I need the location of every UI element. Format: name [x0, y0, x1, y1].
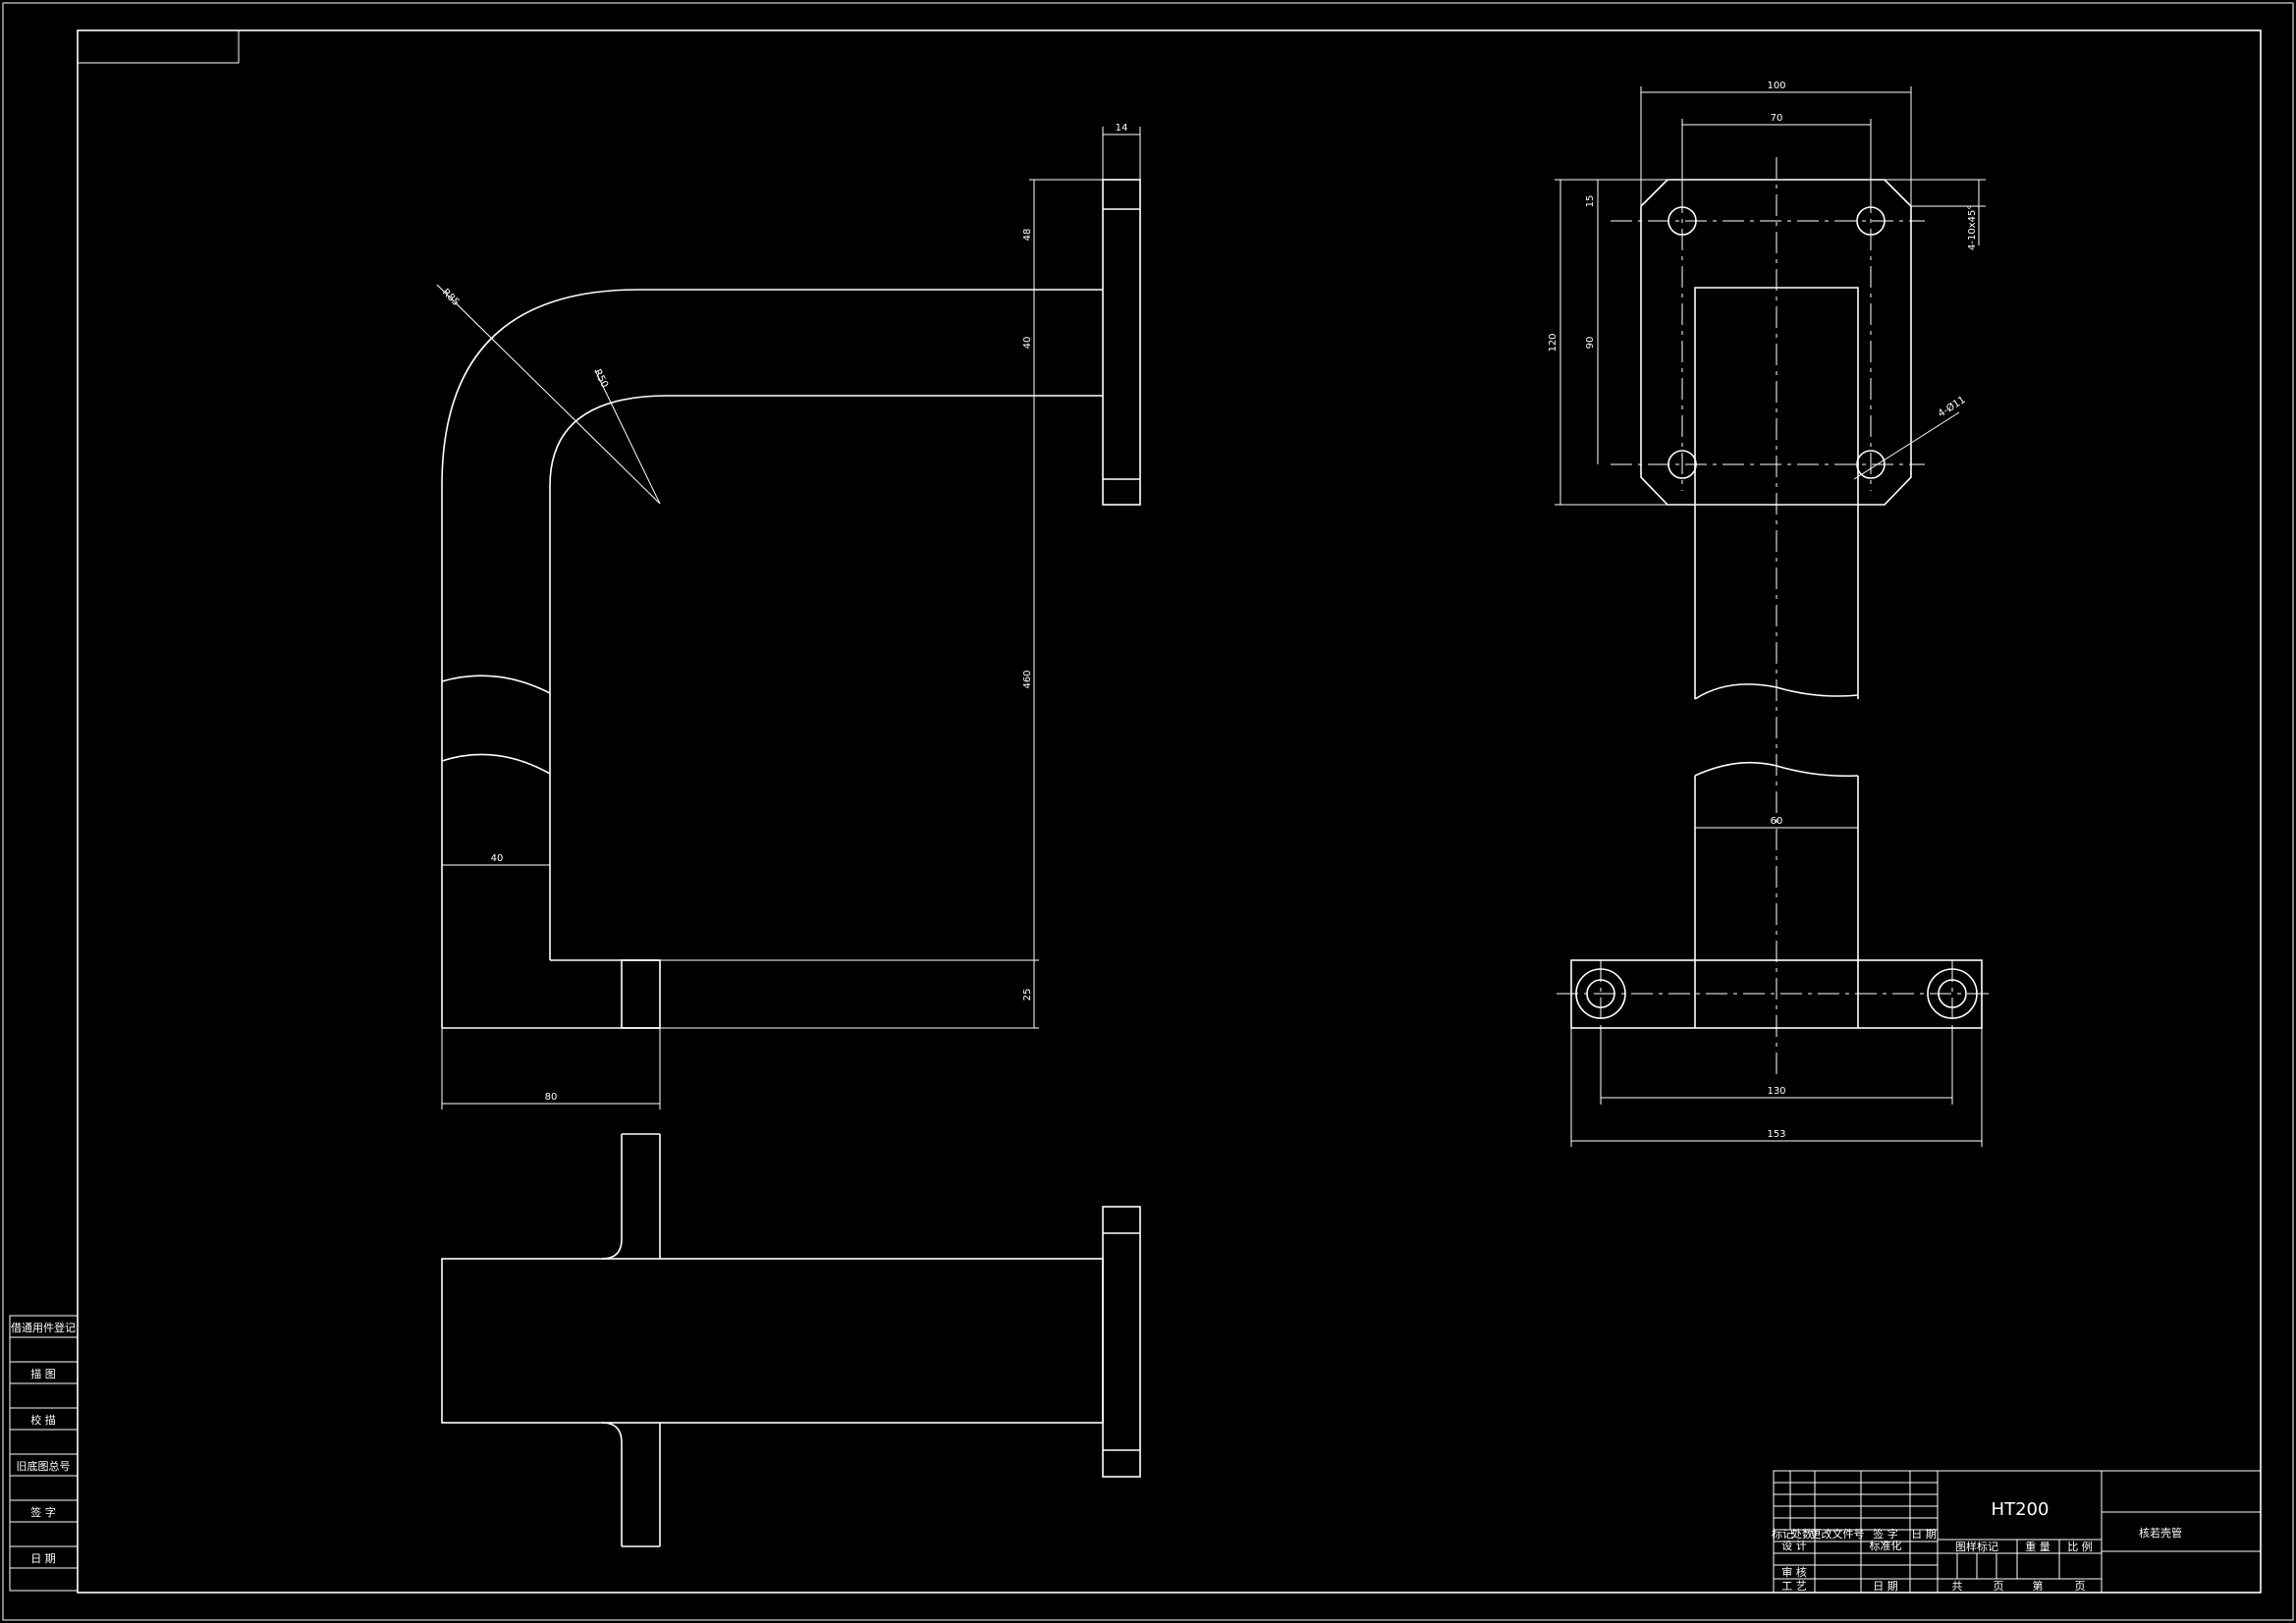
- tb-sheet-unit2: 页: [2075, 1580, 2086, 1593]
- front-view: 14 48 40 460 25 40 80 R85 R50: [436, 123, 1141, 1109]
- dim-chamfer: 4-10x45°: [1967, 205, 1978, 250]
- tb-scale: 比 例: [2067, 1540, 2093, 1553]
- tb-sheet-total: 共: [1952, 1580, 1963, 1593]
- stamp-row-2: 描 图: [30, 1367, 56, 1380]
- dim-wall-width: 40: [491, 853, 504, 864]
- inner-border: [77, 29, 2262, 1594]
- left-stamp: 借通用件登记 描 图 校 描 旧底图总号 签 字 日 期: [9, 1315, 79, 1592]
- top-left-code-box: [77, 29, 240, 64]
- stamp-row-3: 校 描: [30, 1413, 56, 1427]
- dim-pipe-thickness: 40: [1022, 337, 1033, 350]
- dim-base-hole-spacing: 130: [1767, 1086, 1785, 1097]
- dim-plate-width: 100: [1767, 81, 1785, 91]
- dim-plate-height: 120: [1548, 333, 1558, 352]
- dim-inner-radius: R50: [591, 367, 610, 390]
- tb-weight: 重 量: [2025, 1540, 2050, 1553]
- stamp-row-4: 旧底图总号: [17, 1459, 71, 1473]
- dim-column-width: 60: [1771, 816, 1783, 827]
- dim-foot-width: 80: [545, 1092, 558, 1103]
- rev-header-mark: 标记: [1772, 1527, 1793, 1541]
- stamp-row-6: 日 期: [30, 1552, 56, 1565]
- dim-base-width: 153: [1767, 1129, 1785, 1140]
- side-view: 100 70 120 90 15 4-10x45° 4-Ø11: [1548, 81, 1986, 1080]
- tb-process: 工 艺: [1781, 1580, 1807, 1593]
- rev-header-sign: 签 字: [1873, 1527, 1898, 1541]
- tb-review: 审 核: [1781, 1565, 1807, 1579]
- tb-sheet-no: 第: [2033, 1579, 2044, 1593]
- title-block: 标记 处数 更改文件号 签 字 日 期 设 计 标准化 审 核 工 艺 日 期 …: [1772, 1470, 2262, 1594]
- rev-header-file: 更改文件号: [1811, 1527, 1865, 1541]
- dim-hole-vertical: 90: [1585, 337, 1596, 350]
- tb-date: 日 期: [1873, 1580, 1898, 1593]
- rev-header-date: 日 期: [1911, 1528, 1937, 1541]
- dim-flange-thickness: 14: [1116, 123, 1128, 134]
- dim-foot-height: 25: [1022, 989, 1033, 1001]
- base-view: 60 130 153: [1557, 761, 1994, 1147]
- tb-standardization: 标准化: [1870, 1539, 1902, 1552]
- stamp-row-5: 签 字: [30, 1505, 56, 1519]
- dim-hole-spacing: 70: [1771, 113, 1783, 124]
- tb-design: 设 计: [1781, 1540, 1807, 1552]
- tb-sheet-unit: 页: [1994, 1580, 2004, 1593]
- dim-holes: 4-Ø11: [1936, 394, 1967, 419]
- dim-flange-top-height: 48: [1022, 229, 1033, 242]
- rev-header-count: 处数: [1791, 1528, 1813, 1541]
- dim-hole-offset: 15: [1585, 195, 1596, 208]
- part-name: 核若壳管: [2139, 1526, 2182, 1540]
- material-label: HT200: [1992, 1499, 2050, 1520]
- top-view: [441, 1133, 1141, 1547]
- dim-length: 460: [1022, 670, 1033, 688]
- stamp-row-1: 借通用件登记: [11, 1321, 76, 1334]
- tb-stage-mark: 图样标记: [1955, 1540, 1998, 1553]
